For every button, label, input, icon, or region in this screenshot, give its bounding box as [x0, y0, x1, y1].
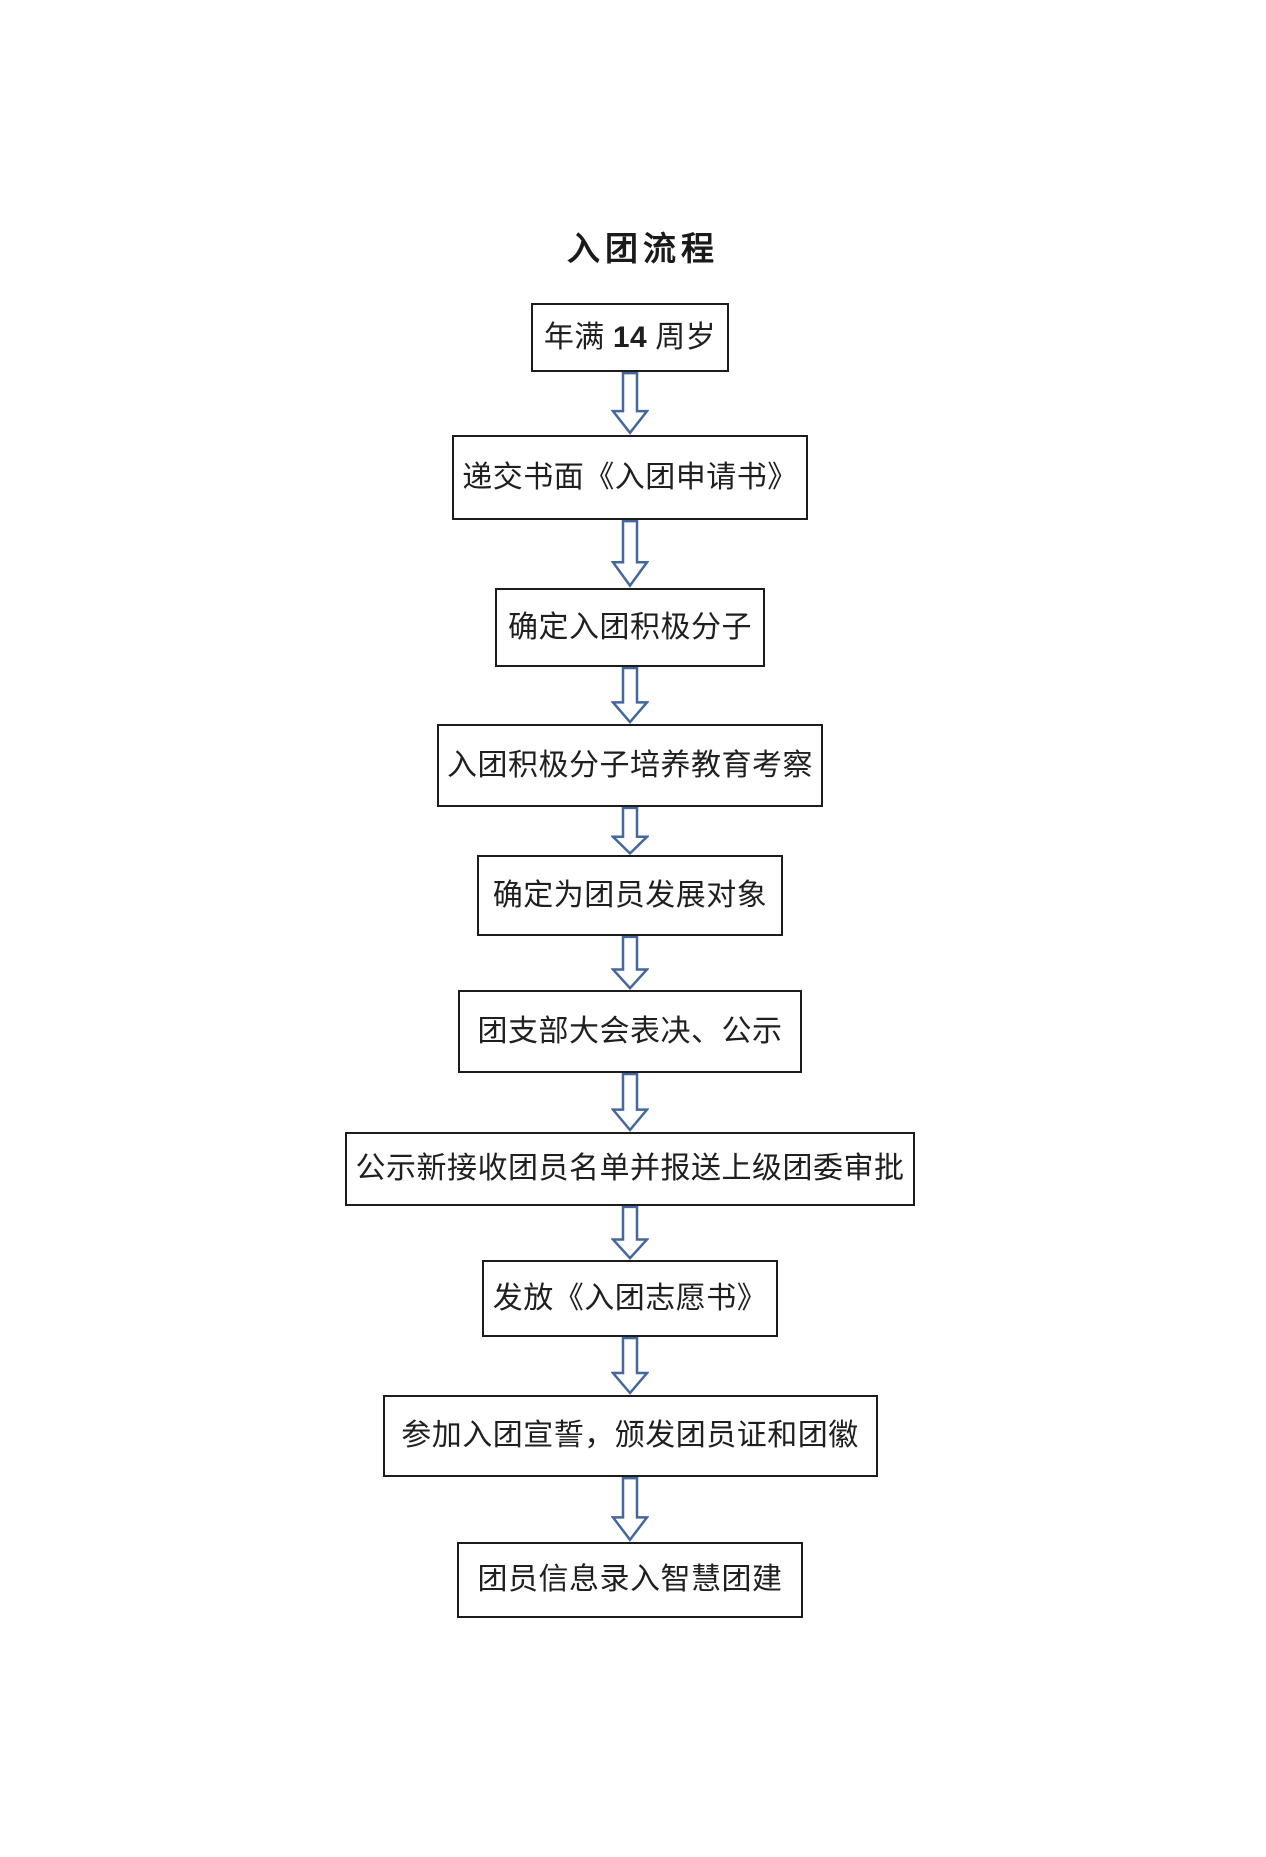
- down-arrow-icon: [611, 807, 649, 855]
- step-submit-application: 递交书面《入团申请书》: [452, 435, 808, 520]
- step-register-smart-league-system: 团员信息录入智慧团建: [457, 1542, 803, 1618]
- step-confirm-activist: 确定入团积极分子: [495, 588, 765, 667]
- step-label-prefix: 年满: [543, 320, 613, 354]
- step-label: 发放《入团志愿书》: [492, 1281, 768, 1315]
- down-arrow-icon: [611, 372, 649, 435]
- step-label-suffix: 周岁: [647, 320, 717, 354]
- step-label: 参加入团宣誓，颁发团员证和团徽: [401, 1419, 859, 1452]
- step-oath-ceremony: 参加入团宣誓，颁发团员证和团徽: [382, 1395, 878, 1477]
- step-label-number: 14: [612, 320, 648, 354]
- down-arrow-icon: [611, 1206, 649, 1260]
- step-label: 确定入团积极分子: [508, 610, 752, 644]
- step-age-requirement: 年满 14 周岁: [531, 303, 729, 372]
- down-arrow-icon: [611, 520, 649, 588]
- down-arrow-icon: [611, 1337, 649, 1395]
- step-label: 团员信息录入智慧团建: [477, 1563, 783, 1596]
- step-branch-meeting-vote: 团支部大会表决、公示: [458, 990, 802, 1073]
- step-label: 入团积极分子培养教育考察: [447, 748, 813, 782]
- step-confirm-development-target: 确定为团员发展对象: [477, 855, 783, 936]
- step-label: 团支部大会表决、公示: [477, 1014, 783, 1048]
- step-issue-volunteer-form: 发放《入团志愿书》: [482, 1260, 778, 1337]
- page-title: 入团流程: [567, 230, 719, 267]
- step-label: 递交书面《入团申请书》: [462, 460, 798, 494]
- down-arrow-icon: [611, 667, 649, 724]
- step-label: 公示新接收团员名单并报送上级团委审批: [355, 1152, 905, 1185]
- step-publicize-and-report-approval: 公示新接收团员名单并报送上级团委审批: [345, 1132, 915, 1206]
- step-label: 确定为团员发展对象: [492, 878, 768, 912]
- step-label: 年满 14 周岁: [543, 320, 717, 354]
- down-arrow-icon: [611, 1477, 649, 1542]
- down-arrow-icon: [611, 936, 649, 990]
- flowchart: 年满 14 周岁 递交书面《入团申请书》 确定入团积极分子 入团积极分子培养教育…: [0, 303, 1260, 1618]
- step-activist-training: 入团积极分子培养教育考察: [437, 724, 823, 807]
- down-arrow-icon: [611, 1073, 649, 1132]
